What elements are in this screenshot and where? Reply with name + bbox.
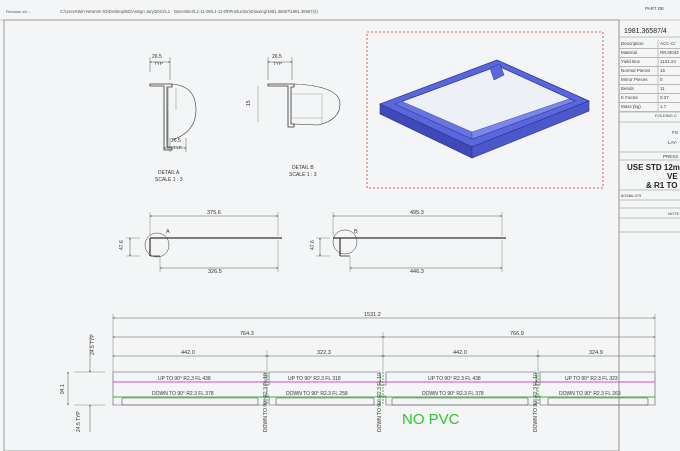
detail-b-label: DETAIL B <box>292 165 314 171</box>
bend-lines <box>113 372 655 405</box>
vertical-bend-2: DOWN TO 90° R2.3 FL 10 <box>377 373 383 432</box>
title-fo: FO <box>672 130 679 135</box>
profile-left-side: 47.6 <box>119 240 125 250</box>
bend-down-1: DOWN TO 90° R2.3 FL 378 <box>152 391 214 397</box>
detail-b-dim-top: 26.5 <box>272 54 282 60</box>
flat-typ-bottom: 24.5 TYP <box>76 411 82 432</box>
detail-a-typ-top: TYP <box>154 61 163 66</box>
profile-right-side: 47.6 <box>310 240 316 250</box>
isometric-part <box>378 59 591 159</box>
no-pvc-note: NO PVC <box>402 411 460 428</box>
profile-left <box>126 212 282 272</box>
flat-height: 94.1 <box>60 384 66 394</box>
bend-up-1: UP TO 90° R2.3 FL 438 <box>158 376 211 382</box>
file-path: C:\Users\Win-Newmm-03\Desktop\BD\Assign … <box>60 9 318 14</box>
title-note-1: USE STD 12m <box>627 163 680 172</box>
detail-a-dim-top: 26.5 <box>152 54 162 60</box>
title-note-3: & R1 TO <box>646 181 677 190</box>
profile-right-callout: B <box>354 229 358 235</box>
bend-up-2: UP TO 90° R2.3 FL 318 <box>288 376 341 382</box>
flat-pattern-dims <box>67 314 656 432</box>
detail-b-typ-top: TYP <box>273 61 282 66</box>
title-note-2: VE <box>667 172 678 181</box>
profile-left-bottom: 326.5 <box>208 269 222 275</box>
flat-half1: 764.3 <box>240 331 254 337</box>
flat-seg-4: 324.9 <box>589 350 603 356</box>
title-press: PRESS <box>663 154 678 159</box>
header-small: Revision #4 ... <box>6 9 31 14</box>
isometric-view-frame <box>366 31 604 189</box>
detail-a-scale: SCALE 1 : 3 <box>155 177 183 183</box>
flat-total: 1531.2 <box>364 312 381 318</box>
title-note-small: NOTE <box>668 211 679 216</box>
detail-a-typ-bottom: TYP <box>173 145 182 150</box>
title-part-number: 1981.36587/4 <box>624 28 667 35</box>
detail-a-label: DETAIL A <box>158 170 180 176</box>
vertical-bend-3: DOWN TO 90° R2.3 FL 10 <box>533 373 539 432</box>
flat-half2: 766.9 <box>510 331 524 337</box>
flat-typ-top: 24.5 TYP <box>90 334 96 355</box>
tb-row-mass: Mass (kg)1.7 <box>619 103 680 112</box>
detail-a <box>149 57 197 152</box>
bend-up-3: UP TO 90° R2.3 FL 438 <box>428 376 481 382</box>
vertical-bend-1: DOWN TO 90° R2.3 FL 10 <box>263 373 269 432</box>
profile-left-callout: A <box>166 229 170 235</box>
profile-left-top: 375.6 <box>207 210 221 216</box>
bend-down-2: DOWN TO 90° R2.3 FL 258 <box>286 391 348 397</box>
bend-down-4: DOWN TO 90° R2.3 FL 263 <box>559 391 621 397</box>
profile-right-top: 495.3 <box>410 210 424 216</box>
detail-a-dim-bottom: 26.5 <box>171 138 181 144</box>
flat-seg-1: 442.0 <box>181 350 195 356</box>
bend-down-3: DOWN TO 90° R2.3 FL 378 <box>422 391 484 397</box>
flat-seg-2: 322.3 <box>317 350 331 356</box>
detail-b <box>257 57 341 128</box>
title-part-label: PART DE <box>645 6 664 11</box>
title-code: 8/1586-079 <box>621 193 642 198</box>
flat-strip <box>112 371 656 406</box>
detail-b-side: 15 <box>246 100 252 106</box>
title-lay: LAY- <box>668 140 678 145</box>
profile-right <box>316 212 506 272</box>
bend-up-4: UP TO 90° R2.3 FL 323 <box>565 376 618 382</box>
title-folding: FOLDING C <box>655 113 677 118</box>
title-block <box>618 20 680 451</box>
flat-seg-3: 442.0 <box>453 350 467 356</box>
profile-right-bottom: 446.3 <box>410 269 424 275</box>
detail-b-scale: SCALE 1 : 3 <box>289 172 317 178</box>
